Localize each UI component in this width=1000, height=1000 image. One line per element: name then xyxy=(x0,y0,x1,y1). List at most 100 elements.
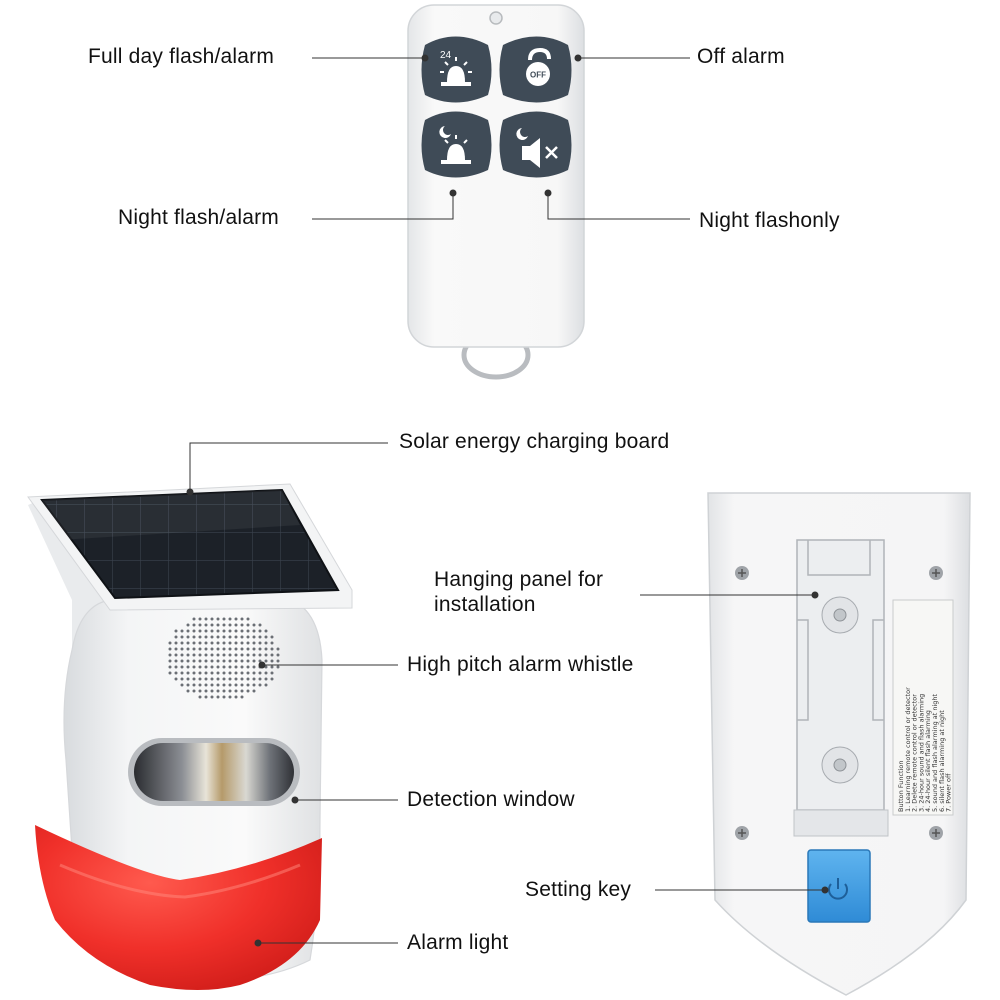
grille-hole xyxy=(198,629,202,633)
grille-hole xyxy=(198,623,202,627)
grille-hole xyxy=(222,689,226,693)
grille-hole xyxy=(264,683,268,687)
setting-key-button[interactable] xyxy=(807,849,871,923)
grille-hole xyxy=(216,641,220,645)
grille-hole xyxy=(180,653,184,657)
grille-hole xyxy=(258,635,262,639)
grille-hole xyxy=(210,647,214,651)
grille-hole xyxy=(198,665,202,669)
grille-hole xyxy=(222,653,226,657)
grille-hole xyxy=(222,635,226,639)
grille-hole xyxy=(192,629,196,633)
grille-hole xyxy=(240,659,244,663)
grille-hole xyxy=(246,629,250,633)
night-flash-only-button[interactable] xyxy=(499,111,572,178)
grille-hole xyxy=(222,683,226,687)
grille-hole xyxy=(228,677,232,681)
siren-icon xyxy=(440,57,472,86)
grille-hole xyxy=(198,683,202,687)
label-off-alarm: Off alarm xyxy=(697,45,785,68)
grille-hole xyxy=(264,653,268,657)
grille-hole xyxy=(204,665,208,669)
sticker-line: Button Function xyxy=(897,761,905,813)
grille-hole xyxy=(270,665,274,669)
grille-hole xyxy=(198,635,202,639)
grille-hole xyxy=(234,671,238,675)
grille-hole xyxy=(240,695,244,699)
grille-hole xyxy=(240,635,244,639)
grille-hole xyxy=(210,617,214,621)
grille-hole xyxy=(192,623,196,627)
grille-hole xyxy=(264,635,268,639)
grille-hole xyxy=(198,647,202,651)
grille-hole xyxy=(204,683,208,687)
night-alarm-button[interactable] xyxy=(421,111,492,178)
grille-hole xyxy=(240,671,244,675)
grille-hole xyxy=(246,677,250,681)
twenty-four-badge: 24 xyxy=(440,50,452,61)
grille-hole xyxy=(204,695,208,699)
grille-hole xyxy=(204,677,208,681)
grille-hole xyxy=(174,677,178,681)
grille-hole xyxy=(192,659,196,663)
grille-hole xyxy=(270,653,274,657)
grille-hole xyxy=(168,659,172,663)
grille-hole xyxy=(198,677,202,681)
grille-hole xyxy=(222,677,226,681)
grille-hole xyxy=(246,689,250,693)
grille-hole xyxy=(246,641,250,645)
sticker-line: 5. sound and flash alarming at night xyxy=(931,693,939,812)
grille-hole xyxy=(210,689,214,693)
grille-hole xyxy=(186,647,190,651)
grille-hole xyxy=(186,653,190,657)
grille-hole xyxy=(204,629,208,633)
grille-hole xyxy=(222,641,226,645)
grille-hole xyxy=(192,683,196,687)
grille-hole xyxy=(192,647,196,651)
grille-hole xyxy=(258,671,262,675)
grille-hole xyxy=(258,683,262,687)
label-night-flash-alarm: Night flash/alarm xyxy=(118,206,279,229)
grille-hole xyxy=(168,671,172,675)
grille-hole xyxy=(168,653,172,657)
grille-hole xyxy=(228,695,232,699)
grille-hole xyxy=(216,635,220,639)
grille-hole xyxy=(186,635,190,639)
grille-hole xyxy=(180,677,184,681)
grille-hole xyxy=(234,647,238,651)
grille-hole xyxy=(186,683,190,687)
sticker-line: 3. 24-hour sound and flash alarming xyxy=(917,694,925,812)
grille-hole xyxy=(246,617,250,621)
grille-hole xyxy=(168,647,172,651)
mute-speaker-icon xyxy=(516,128,558,168)
grille-hole xyxy=(174,647,178,651)
sticker-line: 4. 24-hour silent flash alarming xyxy=(924,710,932,812)
grille-hole xyxy=(222,629,226,633)
full-day-alarm-button[interactable]: 24 xyxy=(421,36,492,103)
grille-hole xyxy=(198,659,202,663)
grille-hole xyxy=(180,659,184,663)
grille-hole xyxy=(234,617,238,621)
grille-hole xyxy=(216,671,220,675)
grille-hole xyxy=(186,623,190,627)
label-hanging-panel: Hanging panel for installation xyxy=(434,568,604,616)
grille-hole xyxy=(228,659,232,663)
grille-hole xyxy=(270,635,274,639)
grille-hole xyxy=(228,641,232,645)
grille-hole xyxy=(180,665,184,669)
grille-hole xyxy=(234,653,238,657)
grille-hole xyxy=(234,689,238,693)
grille-hole xyxy=(192,689,196,693)
front-leader-lines xyxy=(186,442,398,947)
grille-hole xyxy=(270,671,274,675)
screw-icon xyxy=(735,566,943,840)
grille-hole xyxy=(180,671,184,675)
grille-hole xyxy=(210,623,214,627)
off-alarm-button[interactable]: OFF xyxy=(499,36,572,103)
grille-hole xyxy=(222,617,226,621)
grille-hole xyxy=(174,629,178,633)
grille-hole xyxy=(246,653,250,657)
